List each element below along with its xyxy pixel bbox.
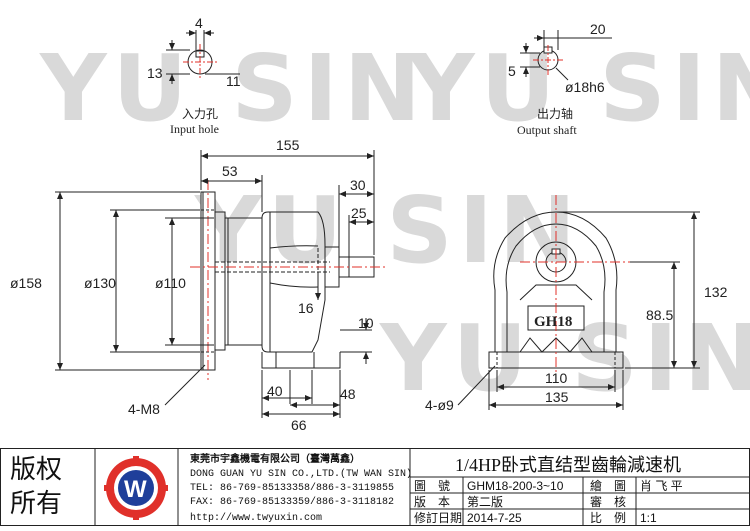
- dim-output-key: 5: [508, 63, 516, 79]
- company-tel: TEL: 86-769-85133358/886-3-3119855: [190, 482, 394, 494]
- dim-side-d158: ø158: [10, 275, 42, 291]
- company-website: http://www.twyuxin.com: [190, 512, 322, 524]
- dim-side-h10: 10: [358, 315, 374, 331]
- dim-side-bolt: 4-M8: [128, 401, 160, 417]
- dim-side-base66: 66: [291, 417, 307, 433]
- dim-input-depth: 11: [226, 73, 241, 89]
- dim-output-length: 20: [590, 21, 606, 37]
- dim-side-flange-to-key: 53: [222, 163, 238, 179]
- dim-side-25: 25: [351, 205, 367, 221]
- company-logo: W: [104, 456, 168, 520]
- dim-side-d110: ø110: [155, 275, 186, 291]
- dim-side-overall-length: 155: [276, 137, 300, 153]
- tb-row1-key1: 圖 號: [414, 479, 450, 493]
- tb-row1-val1: GHM18-200-3~10: [467, 479, 564, 493]
- tb-row2-val1: 第二版: [467, 495, 503, 509]
- input-hole-label-en: Input hole: [170, 122, 219, 136]
- logo-letter: W: [124, 476, 147, 503]
- company-name-en: DONG GUAN YU SIN CO.,LTD.(TW WAN SIN): [190, 468, 412, 480]
- tb-row1-val2: 肖 飞 平: [640, 479, 683, 493]
- dim-side-d130: ø130: [84, 275, 116, 291]
- rights-line-2: 所有: [10, 489, 62, 518]
- front-cast-label: GH18: [534, 314, 572, 330]
- dim-side-depth16: 16: [298, 300, 314, 316]
- watermark-text-2: YU SIN: [194, 177, 582, 284]
- tb-row3-val2: 1:1: [640, 511, 657, 525]
- dim-input-height: 13: [147, 65, 163, 81]
- watermark: YU SIN YU SIN YU SIN YU SIN: [39, 35, 750, 412]
- rights-line-1: 版权: [10, 455, 62, 484]
- input-hole-label-cn: 入力孔: [182, 107, 218, 121]
- dim-input-key-width: 4: [195, 15, 203, 31]
- product-title: 1/4HP卧式直结型齒輪減速机: [455, 455, 681, 475]
- tb-row1-key2: 繪 圖: [590, 478, 626, 493]
- output-shaft-label-cn: 出力轴: [537, 106, 573, 121]
- output-shaft-label-en: Output shaft: [517, 123, 577, 137]
- dim-front-holes: 4-ø9: [425, 397, 454, 413]
- tb-row2-key2: 審 核: [590, 494, 626, 509]
- dim-side-30: 30: [350, 177, 366, 193]
- tb-row2-key1: 版 本: [414, 495, 450, 509]
- company-fax: FAX: 86-769-85133359/886-3-3118182: [190, 496, 394, 508]
- dim-front-width135: 135: [545, 389, 569, 405]
- dim-front-width110: 110: [545, 370, 568, 386]
- dim-front-height132: 132: [704, 284, 728, 300]
- dim-output-diameter: ø18h6: [565, 79, 605, 95]
- dim-side-base48: 48: [340, 386, 356, 402]
- dim-front-height88-5: 88.5: [646, 307, 673, 323]
- tb-row3-key1: 修訂日期: [414, 510, 462, 525]
- company-name-cn: 東莞市宇鑫機電有限公司（臺灣萬鑫）: [190, 452, 360, 465]
- dim-side-base40: 40: [267, 383, 283, 399]
- tb-row3-key2: 比 例: [590, 511, 626, 525]
- tb-row3-val1: 2014-7-25: [467, 511, 522, 525]
